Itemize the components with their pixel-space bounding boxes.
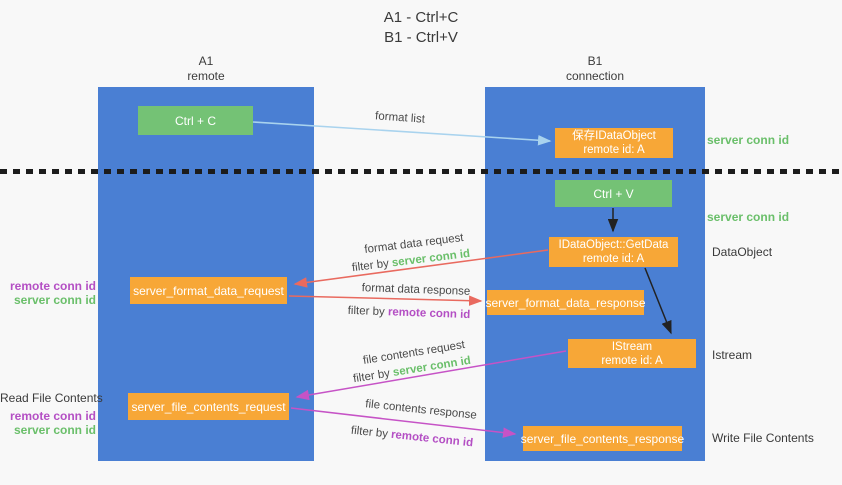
label-format-data-response: format data response	[361, 282, 471, 298]
column-header-a1: A1 remote	[98, 54, 314, 84]
node-idataobject-getdata-line2: remote id: A	[582, 253, 645, 265]
filter-by-text: filter by	[350, 424, 392, 441]
node-server-format-data-request: server_format_data_request	[130, 277, 287, 304]
column-header-b1: B1 connection	[485, 54, 705, 84]
label-read-file-contents: Read File Contents	[0, 391, 103, 405]
column-a1-role: remote	[187, 69, 225, 83]
filter-by-text: filter by	[347, 304, 389, 319]
node-idataobject-getdata: IDataObject::GetData remote id: A	[549, 237, 678, 267]
column-b1-role: connection	[565, 69, 625, 83]
label-file-server-conn-id: server conn id	[13, 423, 96, 437]
filter-by-text: filter by	[352, 367, 394, 386]
label-format-server-conn-id: server conn id	[13, 293, 96, 307]
node-save-idataobject-line2: remote id: A	[583, 144, 645, 156]
node-istream: IStream remote id: A	[568, 339, 696, 368]
label-file-contents-response-filter: filter by remote conn id	[350, 425, 473, 450]
label-format-remote-conn-id: remote conn id	[9, 279, 96, 293]
label-dataobject: DataObject	[712, 245, 773, 259]
title-line-b1: B1 - Ctrl+V	[384, 29, 458, 46]
label-write-file-contents: Write File Contents	[712, 431, 814, 445]
label-file-remote-conn-id: remote conn id	[9, 409, 96, 423]
label-istream: Istream	[712, 348, 753, 362]
column-a1-id: A1	[198, 54, 214, 68]
node-ctrl-v: Ctrl + V	[555, 180, 672, 207]
filter-remote-conn-id: remote conn id	[390, 428, 474, 450]
label-file-contents-response: file contents response	[364, 398, 478, 422]
column-b1-id: B1	[587, 54, 603, 68]
node-istream-line1: IStream	[611, 340, 653, 353]
filter-by-text: filter by	[351, 257, 393, 275]
diagram-title: A1 - Ctrl+C B1 - Ctrl+V	[0, 8, 842, 48]
label-server-conn-id-mid: server conn id	[707, 210, 790, 224]
node-save-idataobject: 保存IDataObject remote id: A	[555, 128, 673, 158]
boundary-dotted-line	[0, 169, 842, 174]
title-line-a1: A1 - Ctrl+C	[383, 9, 459, 26]
node-idataobject-getdata-line1: IDataObject::GetData	[558, 239, 669, 251]
node-server-format-data-response: server_format_data_response	[485, 290, 646, 315]
label-format-data-response-filter: filter by remote conn id	[347, 305, 470, 321]
node-ctrl-c: Ctrl + C	[138, 106, 253, 135]
node-istream-line2: remote id: A	[601, 354, 663, 367]
node-server-file-contents-response: server_file_contents_response	[521, 426, 684, 451]
node-save-idataobject-line1: 保存IDataObject	[572, 130, 656, 142]
label-format-list: format list	[374, 110, 426, 126]
filter-remote-conn-id: remote conn id	[387, 306, 471, 322]
label-server-conn-id-top: server conn id	[707, 133, 790, 147]
node-server-file-contents-request: server_file_contents_request	[128, 393, 289, 420]
